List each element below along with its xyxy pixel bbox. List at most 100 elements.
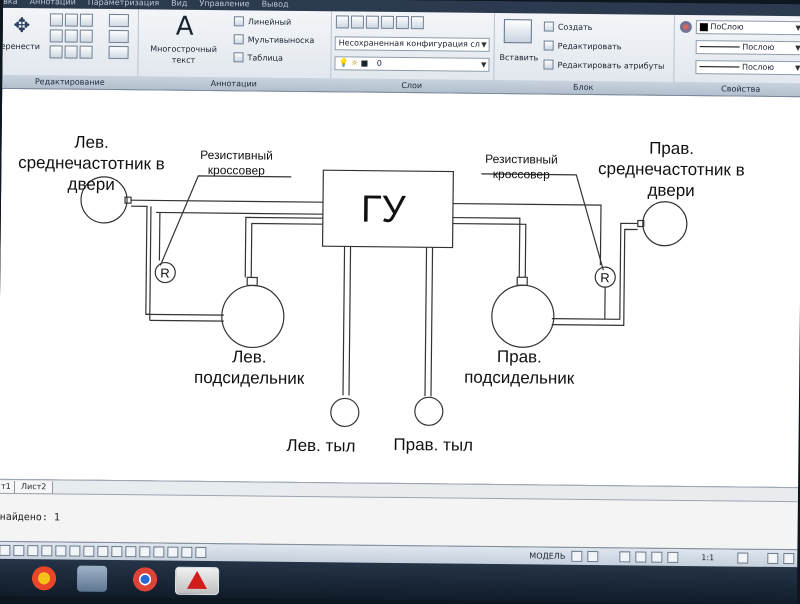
drawing-canvas[interactable]: R R ГУ Лев. среднечастотник в двери Прав… — [0, 88, 800, 488]
color-icon[interactable] — [679, 20, 692, 34]
annotation-scale[interactable]: 1:1 — [701, 553, 715, 563]
autocad-taskbar-icon[interactable] — [174, 566, 220, 596]
quick-view-drawings-icon[interactable] — [587, 550, 599, 563]
left-door-speaker[interactable] — [80, 176, 128, 224]
array-icon[interactable] — [64, 29, 78, 43]
right-door-speaker[interactable] — [642, 201, 688, 247]
erase-icon[interactable] — [108, 13, 129, 28]
lock-ui-icon[interactable] — [767, 552, 779, 564]
chrome-icon[interactable] — [129, 566, 161, 593]
chevron-down-icon: ▼ — [795, 64, 800, 73]
mtext-button[interactable]: Многострочный текст — [150, 44, 217, 65]
layer-state-combo[interactable]: Несохраненная конфигурация сл ▼ — [334, 36, 490, 52]
right-sub-speaker[interactable] — [491, 284, 555, 348]
scale-icon[interactable] — [64, 45, 78, 59]
lightbulb-icon: 💡 — [338, 58, 349, 68]
linear-dimension-icon[interactable] — [233, 16, 244, 27]
panel-title-block[interactable]: Блок — [493, 79, 674, 95]
selection-cycling-icon[interactable] — [167, 546, 179, 558]
model-space-button[interactable]: МОДЕЛЬ — [529, 551, 566, 561]
layer-freeze-icon[interactable] — [380, 15, 394, 29]
move-icon[interactable]: ✥ — [13, 12, 31, 38]
layer-state-value: Несохраненная конфигурация сл — [338, 38, 480, 49]
right-rear-speaker[interactable] — [414, 396, 444, 426]
panel-layers: Несохраненная конфигурация сл ▼ 💡 ☼ ■ 0 … — [330, 11, 496, 93]
linetype-combo[interactable]: Послою ▼ — [695, 40, 800, 56]
lineweight-icon[interactable] — [139, 546, 151, 558]
create-block-button[interactable]: Создать — [557, 22, 593, 32]
showmotion-icon[interactable] — [667, 551, 679, 563]
otrack-icon[interactable] — [97, 545, 109, 557]
table-button[interactable]: Таблица — [247, 53, 283, 63]
multileader-icon[interactable] — [233, 34, 244, 45]
steering-wheel-icon[interactable] — [651, 551, 663, 563]
edit-block-icon[interactable] — [543, 40, 554, 51]
zoom-icon[interactable] — [635, 551, 647, 563]
layer-properties-icon[interactable] — [335, 15, 349, 29]
taskbar — [0, 558, 800, 604]
annotation-monitor-icon[interactable] — [195, 546, 207, 558]
menu-item[interactable]: Управление — [199, 0, 250, 9]
panel-title-properties[interactable]: Свойства — [673, 81, 800, 97]
lineweight-combo[interactable]: Послою ▼ — [695, 60, 800, 76]
layer-combo[interactable]: 💡 ☼ ■ 0 ▼ — [334, 56, 490, 72]
left-crossover-leader — [159, 175, 292, 266]
explode-icon[interactable] — [79, 45, 93, 59]
layer-off-icon[interactable] — [395, 15, 409, 30]
offset-icon[interactable] — [108, 29, 129, 44]
app-icon-2[interactable] — [76, 565, 108, 592]
menu-item[interactable]: Вывод — [261, 0, 289, 9]
panel-title-layers[interactable]: Слои — [330, 78, 494, 93]
snap-grid-icon[interactable] — [0, 544, 11, 556]
ortho-icon[interactable] — [55, 545, 67, 557]
infer-icon[interactable] — [41, 545, 53, 557]
mirror-icon[interactable] — [79, 13, 93, 27]
stretch-icon[interactable] — [49, 45, 63, 59]
multileader-button[interactable]: Мультивыноска — [247, 35, 315, 46]
mtext-icon[interactable]: A — [175, 11, 194, 42]
edit-attributes-icon[interactable] — [543, 59, 554, 70]
copy-icon[interactable] — [49, 29, 63, 43]
create-block-icon[interactable] — [543, 21, 554, 32]
color-combo[interactable]: ПоСлою ▼ — [695, 20, 800, 36]
left-rear-speaker[interactable] — [330, 397, 360, 428]
panel-block: Вставить Создать Редактировать Редактиро… — [493, 12, 676, 95]
snap-icon[interactable] — [27, 545, 39, 557]
quick-view-layouts-icon[interactable] — [571, 550, 583, 562]
layer-lock-icon[interactable] — [410, 16, 424, 30]
grid-icon[interactable] — [13, 544, 25, 557]
rotate-icon[interactable] — [49, 13, 63, 27]
plus-icon[interactable] — [181, 546, 193, 558]
insert-block-icon[interactable] — [503, 19, 532, 44]
transparency-icon[interactable] — [153, 546, 165, 558]
ducs-icon[interactable] — [111, 545, 123, 558]
trim-icon[interactable] — [64, 13, 78, 27]
table-icon[interactable] — [233, 52, 244, 63]
left-sub-speaker[interactable] — [221, 284, 285, 349]
head-unit-box[interactable] — [321, 169, 454, 249]
fillet-icon[interactable] — [79, 29, 93, 43]
left-rear-label: Лев. тыл — [286, 435, 356, 456]
lineweight-preview — [699, 66, 740, 68]
linear-dimension-button[interactable]: Линейный — [247, 17, 292, 27]
move-button-label[interactable]: еренести — [0, 41, 41, 52]
panel-title-annotation[interactable]: Аннотации — [137, 76, 331, 92]
edit-block-button[interactable]: Редактировать — [557, 41, 622, 52]
app-icon-1[interactable] — [28, 565, 60, 592]
left-resistor[interactable] — [154, 261, 176, 284]
workspace-icon[interactable] — [737, 552, 749, 564]
panel-annotation: A Многострочный текст Линейный Мультивын… — [137, 9, 333, 92]
menu-item[interactable]: вка — [3, 0, 18, 6]
dyn-icon[interactable] — [125, 546, 137, 558]
layer-isolate-icon[interactable] — [365, 15, 379, 29]
join-icon[interactable] — [108, 45, 129, 60]
edit-attributes-button[interactable]: Редактировать атрибуты — [557, 60, 665, 71]
pan-icon[interactable] — [619, 551, 631, 563]
osnap-icon[interactable] — [83, 545, 95, 557]
insert-button[interactable]: Вставить — [499, 53, 539, 63]
layer-state-icon[interactable] — [350, 15, 364, 29]
panel-title-edit[interactable]: Редактирование — [2, 74, 138, 90]
polar-icon[interactable] — [69, 545, 81, 557]
menu-item[interactable]: Вид — [171, 0, 188, 8]
fullscreen-icon[interactable] — [783, 553, 795, 565]
